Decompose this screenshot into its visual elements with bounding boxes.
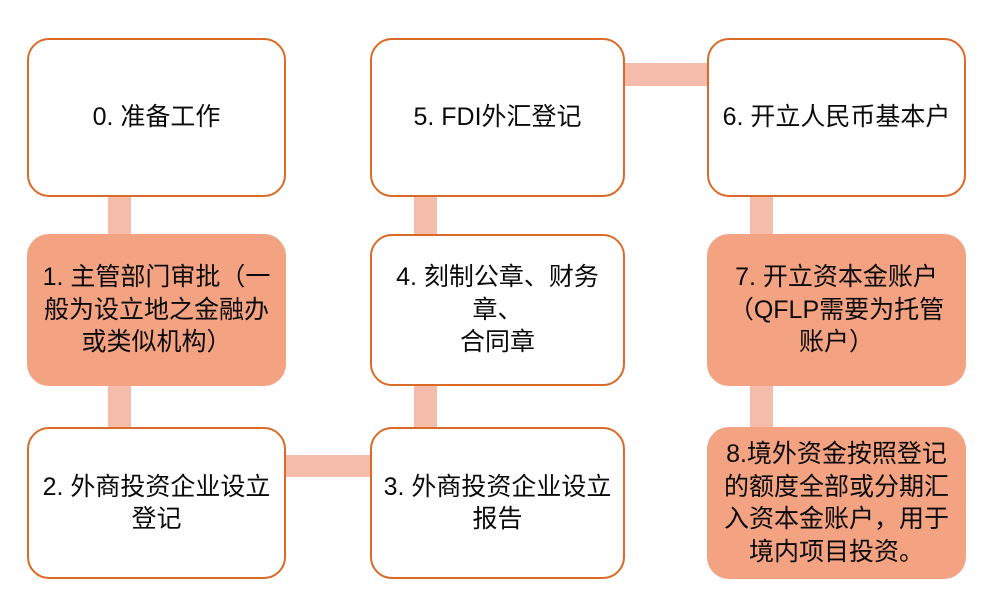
flow-node-step-1[interactable]: 1. 主管部门审批（一 般为设立地之金融办 或类似机构） xyxy=(27,234,286,386)
flow-node-label-step-3: 3. 外商投资企业设立 报告 xyxy=(383,472,612,534)
flow-node-label-step-2: 2. 外商投资企业设立 登记 xyxy=(42,472,271,534)
flow-node-label-step-0: 0. 准备工作 xyxy=(92,103,221,132)
flow-node-label-step-8: 8.境外资金按照登记 的额度全部或分期汇 入资本金账户，用于 境内项目投资。 xyxy=(723,440,949,566)
flow-node-label-step-4: 4. 刻制公章、财务章、 合同章 xyxy=(396,263,599,357)
connector-step-5-to-step-6 xyxy=(622,63,710,86)
flow-node-step-5[interactable]: 5. FDI外汇登记 xyxy=(370,38,625,197)
flow-node-label-step-1: 1. 主管部门审批（一 般为设立地之金融办 或类似机构） xyxy=(42,263,271,357)
flow-node-label-step-5: 5. FDI外汇登记 xyxy=(413,103,582,132)
flow-node-step-0[interactable]: 0. 准备工作 xyxy=(27,38,286,197)
flow-node-step-8[interactable]: 8.境外资金按照登记 的额度全部或分期汇 入资本金账户，用于 境内项目投资。 xyxy=(707,427,966,579)
flow-node-step-3[interactable]: 3. 外商投资企业设立 报告 xyxy=(370,427,625,579)
flow-node-step-7[interactable]: 7. 开立资本金账户 （QFLP需要为托管 账户） xyxy=(707,234,966,386)
flow-node-step-2[interactable]: 2. 外商投资企业设立 登记 xyxy=(27,427,286,579)
flow-node-label-step-7: 7. 开立资本金账户 （QFLP需要为托管 账户） xyxy=(728,263,945,357)
connector-step-0-to-step-1 xyxy=(108,193,131,239)
connector-step-3-to-step-4 xyxy=(414,383,437,431)
connector-step-4-to-step-5 xyxy=(414,193,437,239)
connector-step-1-to-step-2 xyxy=(108,383,131,431)
flow-node-step-6[interactable]: 6. 开立人民币基本户 xyxy=(707,38,966,197)
connector-step-7-to-step-8 xyxy=(750,383,773,431)
flow-node-label-step-6: 6. 开立人民币基本户 xyxy=(722,103,951,132)
connector-step-2-to-step-3 xyxy=(283,455,373,477)
flow-node-step-4[interactable]: 4. 刻制公章、财务章、 合同章 xyxy=(370,234,625,386)
connector-step-6-to-step-7 xyxy=(750,193,773,239)
